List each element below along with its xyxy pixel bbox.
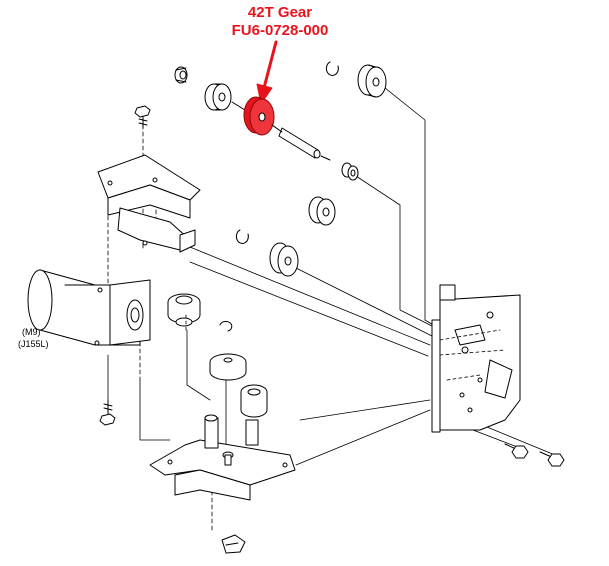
motor-bracket	[97, 154, 201, 253]
shaft	[271, 124, 331, 161]
motor-m9	[27, 269, 151, 346]
part-name: 42T Gear	[247, 4, 313, 21]
roller-mid	[308, 196, 336, 226]
pulley-lower	[240, 384, 268, 418]
lower-bracket	[149, 414, 296, 501]
bushing-right	[357, 64, 387, 98]
gear-middle	[209, 353, 247, 381]
e-ring-mid	[235, 229, 249, 244]
part-number: FU6-0728-000	[231, 22, 329, 39]
bushing-mid	[269, 242, 299, 277]
connector-label: (J155L)	[18, 339, 49, 349]
gear-42t-icon	[243, 96, 275, 136]
bushing-left	[204, 83, 232, 111]
e-ring-top	[325, 61, 339, 76]
idler-top	[167, 293, 201, 327]
callout-arrow	[256, 40, 278, 105]
clip-bottom	[221, 534, 246, 554]
callout-title: 42T Gear FU6-0728-000	[200, 4, 360, 40]
side-frame	[431, 284, 521, 433]
motor-label: (M9)	[22, 327, 41, 337]
screw-right-2-icon	[539, 451, 565, 467]
screw-right-1-icon	[504, 443, 529, 459]
screw-bottom-icon	[99, 399, 116, 426]
spacer-small	[174, 66, 188, 84]
screw-top-icon	[134, 105, 151, 129]
hidden-lines	[185, 314, 506, 381]
e-ring-small	[219, 320, 233, 332]
sleeve	[341, 162, 359, 181]
